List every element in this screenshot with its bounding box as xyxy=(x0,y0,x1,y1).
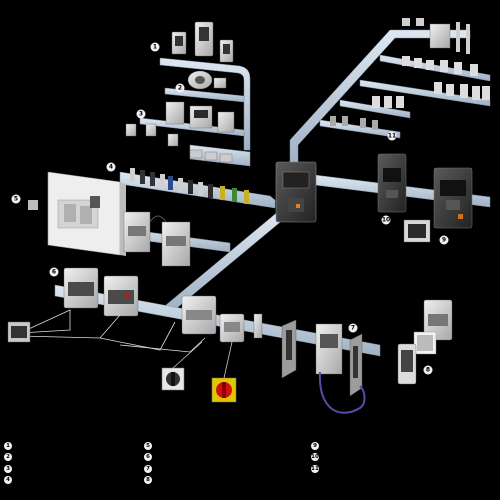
callout-2: 2 xyxy=(175,83,185,93)
svg-text:10: 10 xyxy=(382,217,390,224)
group-1-displays xyxy=(171,21,234,63)
legend-item: 3 xyxy=(4,463,15,474)
svg-text:8: 8 xyxy=(426,367,430,374)
callout-4: 4 xyxy=(106,162,116,172)
legend-item: 10 xyxy=(311,452,322,463)
legend-item: 1 xyxy=(4,440,15,451)
legend-number: 10 xyxy=(311,453,319,461)
legend-number: 11 xyxy=(311,464,319,473)
legend-item: 8 xyxy=(144,475,155,486)
legend-item: 9 xyxy=(311,440,322,451)
group-5-panel xyxy=(28,171,191,267)
rotary-black-link xyxy=(172,341,203,369)
callout-3: 3 xyxy=(136,109,146,119)
legend-number: 5 xyxy=(144,441,152,450)
callout-9: 9 xyxy=(439,235,449,245)
legend-column-1: 1 2 3 4 xyxy=(4,440,15,486)
rotary-handle-red xyxy=(211,377,237,403)
rotary-red-link xyxy=(223,341,233,379)
rotary-handle-black xyxy=(161,367,185,391)
rail-shelf-2 xyxy=(164,87,245,103)
legend-number: 2 xyxy=(4,453,12,461)
legend-column-3: 9 10 11 xyxy=(311,440,322,475)
legend-number: 9 xyxy=(311,441,319,450)
rail-shelf-1 xyxy=(159,57,251,151)
svg-text:2: 2 xyxy=(178,85,182,92)
callout-1: 1 xyxy=(150,42,160,52)
group-2-sensor xyxy=(187,70,227,90)
svg-text:6: 6 xyxy=(52,269,56,276)
callout-8: 8 xyxy=(423,365,433,375)
group-7-cable xyxy=(318,371,366,414)
group-10-breaker-dark xyxy=(377,153,407,213)
legend-number: 7 xyxy=(144,464,152,473)
legend-number: 1 xyxy=(4,441,12,450)
svg-text:4: 4 xyxy=(109,164,113,171)
callout-5: 5 xyxy=(11,194,21,204)
legend-number: 8 xyxy=(144,476,152,484)
legend-item: 5 xyxy=(144,440,155,451)
svg-text:5: 5 xyxy=(14,196,18,203)
svg-text:3: 3 xyxy=(139,111,143,118)
legend: 1 2 3 4 5 6 7 8 9 10 11 xyxy=(0,440,500,490)
legend-number: 6 xyxy=(144,453,152,461)
group-6-network-lines xyxy=(19,309,206,353)
svg-text:9: 9 xyxy=(442,237,446,244)
legend-number: 4 xyxy=(4,476,12,484)
group-11-accessories xyxy=(330,18,490,130)
legend-number: 3 xyxy=(4,464,12,473)
callout-10: 10 xyxy=(381,215,391,225)
callout-6: 6 xyxy=(49,267,59,277)
group-6-breakers xyxy=(63,267,245,343)
legend-item: 11 xyxy=(311,463,322,474)
legend-item: 2 xyxy=(4,452,15,463)
svg-text:7: 7 xyxy=(351,325,355,332)
group-8-devices xyxy=(397,299,453,385)
legend-item: 6 xyxy=(144,452,155,463)
central-hub-device xyxy=(275,161,317,223)
callout-11: 11 xyxy=(387,131,397,141)
group-9-breaker-dark xyxy=(433,167,473,229)
svg-text:11: 11 xyxy=(388,133,396,140)
group-7-mechanisms xyxy=(253,313,363,397)
legend-column-2: 5 6 7 8 xyxy=(144,440,155,486)
group-3-meters xyxy=(125,101,235,163)
svg-text:1: 1 xyxy=(153,44,157,51)
legend-item: 7 xyxy=(144,463,155,474)
callout-7: 7 xyxy=(348,323,358,333)
hmi-screen-small xyxy=(7,321,31,343)
group-4-contacts xyxy=(130,168,249,204)
legend-item: 4 xyxy=(4,475,15,486)
group-9-display xyxy=(403,219,431,243)
